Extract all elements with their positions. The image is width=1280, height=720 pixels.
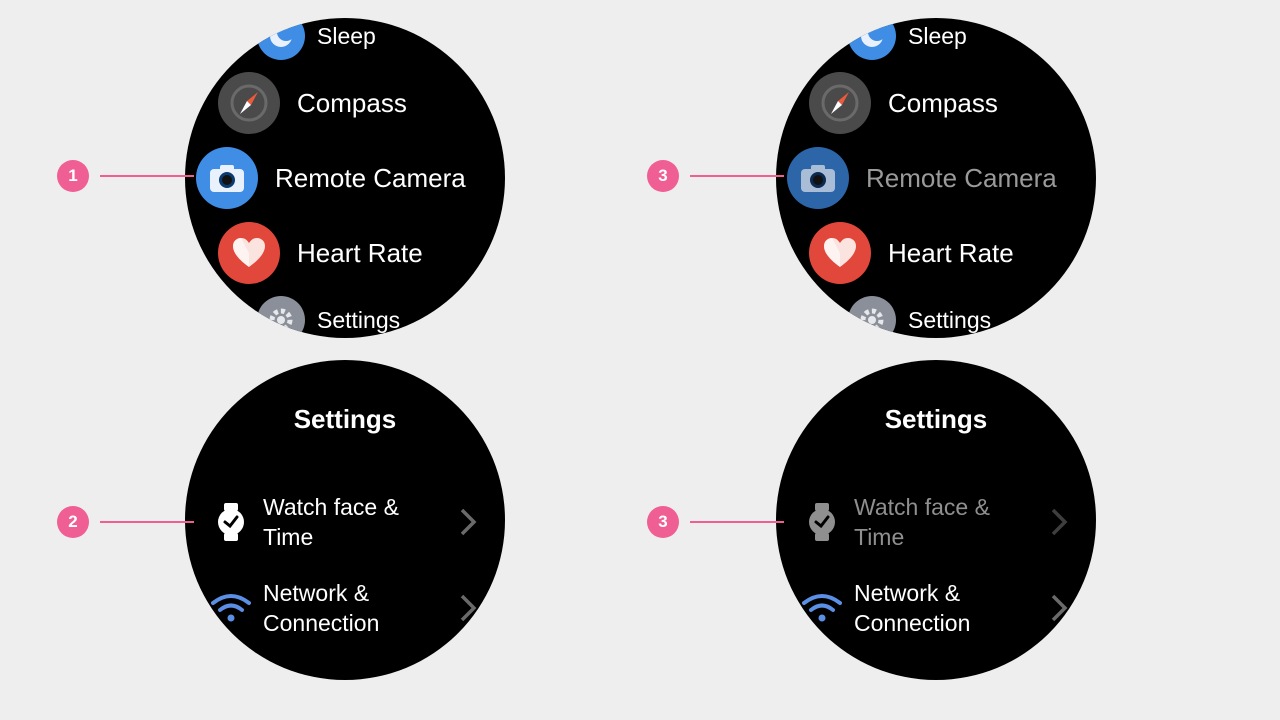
app-label: Remote Camera bbox=[275, 162, 466, 193]
app-item-settings[interactable]: Settings bbox=[848, 296, 991, 338]
chevron-right-icon bbox=[460, 594, 477, 622]
app-label: Sleep bbox=[908, 22, 967, 49]
settings-item-label: Network & Connection bbox=[854, 578, 1034, 638]
heart-icon bbox=[218, 222, 280, 284]
callout-badge-3-top: 3 bbox=[647, 160, 679, 192]
label-line: Connection bbox=[854, 610, 971, 636]
watch-icon bbox=[802, 502, 842, 542]
label-line: Network & bbox=[263, 580, 370, 606]
app-label: Heart Rate bbox=[888, 237, 1014, 268]
label-line: Watch face & bbox=[263, 494, 399, 520]
settings-item-network[interactable]: Network & Connection bbox=[798, 576, 1078, 640]
settings-icon bbox=[257, 296, 305, 338]
app-label: Compass bbox=[297, 87, 407, 118]
settings-item-network[interactable]: Network & Connection bbox=[207, 576, 487, 640]
watch-app-list-dimmed: Sleep Compass Remote Camera bbox=[776, 18, 1096, 338]
app-item-sleep[interactable]: Sleep bbox=[848, 18, 967, 60]
settings-item-label: Watch face & Time bbox=[854, 492, 1034, 552]
label-line: Time bbox=[263, 524, 314, 550]
callout-leader-line bbox=[100, 175, 194, 177]
watch-settings: Settings Watch face & Time Net bbox=[185, 360, 505, 680]
settings-item-label: Watch face & Time bbox=[263, 492, 443, 552]
app-item-sleep[interactable]: Sleep bbox=[257, 18, 376, 60]
app-label: Sleep bbox=[317, 22, 376, 49]
app-label: Settings bbox=[908, 306, 992, 333]
app-item-compass[interactable]: Compass bbox=[809, 72, 998, 134]
callout-leader-line bbox=[100, 521, 194, 523]
callout-badge-1: 1 bbox=[57, 160, 89, 192]
app-label: Settings bbox=[317, 306, 401, 333]
settings-item-watch-face[interactable]: Watch face & Time bbox=[207, 490, 487, 554]
callout-leader-line bbox=[690, 175, 784, 177]
callout-leader-line bbox=[690, 521, 784, 523]
compass-icon bbox=[218, 72, 280, 134]
wifi-icon bbox=[211, 588, 251, 628]
watch-settings-dimmed: Settings Watch face & Time Net bbox=[776, 360, 1096, 680]
chevron-right-icon bbox=[1051, 594, 1068, 622]
sleep-icon bbox=[257, 18, 305, 60]
settings-title: Settings bbox=[884, 404, 988, 434]
callout-badge-2: 2 bbox=[57, 506, 89, 538]
sleep-icon bbox=[848, 18, 896, 60]
settings-item-label: Network & Connection bbox=[263, 578, 443, 638]
compass-icon bbox=[809, 72, 871, 134]
app-label: Compass bbox=[888, 87, 998, 118]
camera-icon bbox=[787, 147, 849, 209]
chevron-right-icon bbox=[460, 508, 477, 536]
app-item-remote-camera-dimmed[interactable]: Remote Camera bbox=[787, 147, 1057, 209]
settings-title: Settings bbox=[293, 404, 397, 434]
callout-badge-3-bottom: 3 bbox=[647, 506, 679, 538]
camera-icon bbox=[196, 147, 258, 209]
label-line: Watch face & bbox=[854, 494, 990, 520]
heart-icon bbox=[809, 222, 871, 284]
label-line: Network & bbox=[854, 580, 961, 606]
label-line: Connection bbox=[263, 610, 380, 636]
label-line: Time bbox=[854, 524, 905, 550]
app-item-heart-rate[interactable]: Heart Rate bbox=[809, 222, 1014, 284]
watch-icon bbox=[211, 502, 251, 542]
app-item-settings[interactable]: Settings bbox=[257, 296, 400, 338]
app-label: Heart Rate bbox=[297, 237, 423, 268]
watch-app-list: Sleep Compass Remote Camera bbox=[185, 18, 505, 338]
settings-icon bbox=[848, 296, 896, 338]
app-item-remote-camera[interactable]: Remote Camera bbox=[196, 147, 466, 209]
app-item-compass[interactable]: Compass bbox=[218, 72, 407, 134]
settings-item-watch-face-dimmed[interactable]: Watch face & Time bbox=[798, 490, 1078, 554]
chevron-right-icon bbox=[1051, 508, 1068, 536]
app-label: Remote Camera bbox=[866, 162, 1057, 193]
wifi-icon bbox=[802, 588, 842, 628]
app-item-heart-rate[interactable]: Heart Rate bbox=[218, 222, 423, 284]
